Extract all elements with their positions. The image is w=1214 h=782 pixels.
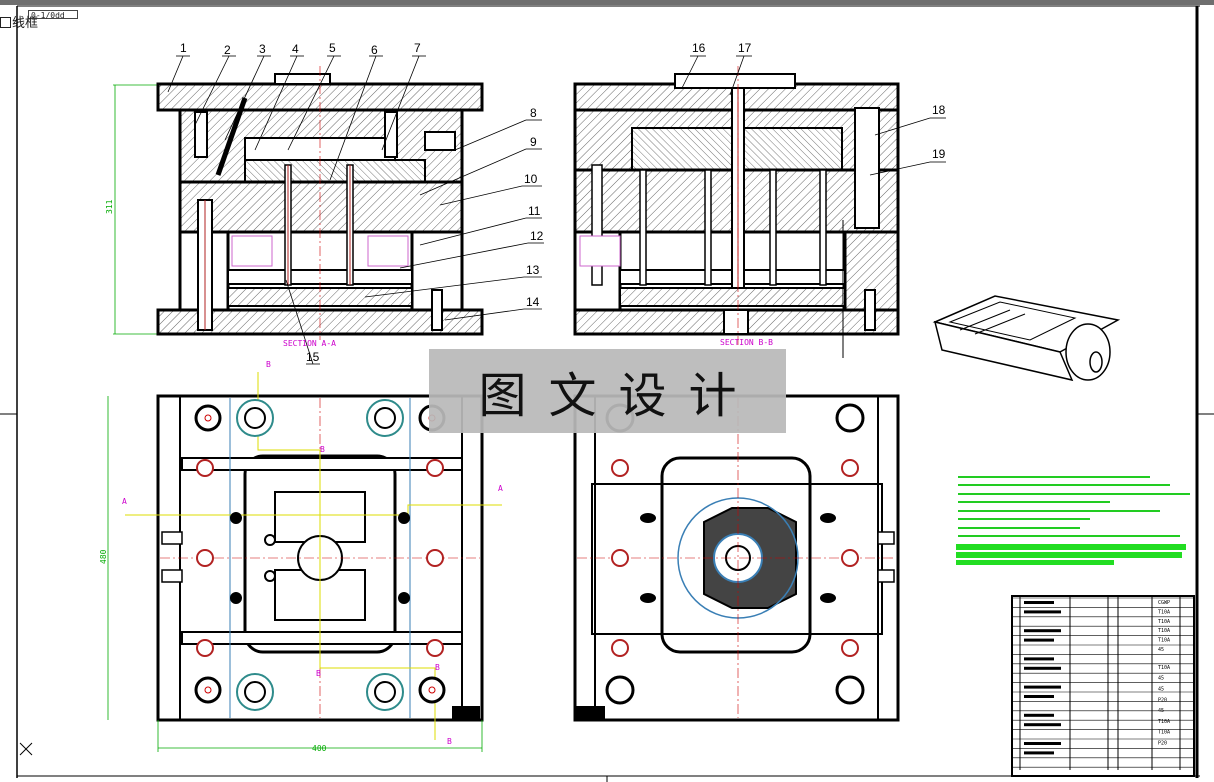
part-number-labels (167, 55, 946, 365)
title-block-part-name (1024, 657, 1054, 661)
viewport-label[interactable]: 线框 (0, 12, 38, 31)
title-block-part-name (1024, 723, 1061, 727)
title-block-material: T10A (1158, 628, 1170, 634)
product-isometric (932, 295, 1121, 382)
cut-mark-b-lower: B (316, 669, 321, 678)
part-number-17: 17 (738, 41, 752, 55)
title-block-part-name (1024, 666, 1061, 670)
height-dimension: 311 (105, 199, 114, 214)
cut-mark-a-right: A (498, 484, 503, 493)
viewport-control-icon[interactable] (0, 17, 11, 28)
part-number-18: 18 (932, 103, 946, 117)
cut-mark-b-top: B (266, 360, 271, 369)
part-number-10: 10 (524, 172, 538, 186)
part-number-3: 3 (259, 42, 266, 56)
part-number-text: 1 2 3 4 5 6 7 8 9 10 11 12 13 14 15 16 1… (180, 41, 946, 364)
part-number-11: 11 (528, 204, 541, 218)
title-block-part-name (1024, 629, 1061, 633)
title-block-material: T10A (1158, 730, 1170, 736)
section-a-a-label: SECTION A-A (283, 339, 336, 348)
title-block-material: T10A (1158, 665, 1170, 671)
title-block-material: 45 (1158, 647, 1164, 653)
title-bar (0, 0, 1214, 5)
part-number-7: 7 (414, 41, 421, 55)
technical-notes (956, 476, 1190, 565)
title-block-part-name (1024, 638, 1054, 642)
title-block-material: CGWP (1158, 600, 1170, 606)
title-block: CGWPT10AT10AT10AT10A45T10A4545P2045T10AT… (1011, 595, 1195, 777)
title-block-material: T10A (1158, 638, 1170, 644)
part-number-16: 16 (692, 41, 706, 55)
depth-dimension: 400 (312, 744, 327, 753)
visual-style-label[interactable]: 线框 (12, 16, 39, 31)
title-block-material: 45 (1158, 686, 1164, 692)
cut-mark-b-bottom: B (447, 737, 452, 746)
title-block-part-name (1024, 695, 1054, 698)
watermark-text: 图文设计 (478, 368, 759, 424)
title-block-part-name (1024, 751, 1054, 755)
part-number-14: 14 (526, 295, 540, 309)
part-number-6: 6 (371, 43, 378, 57)
title-block-material: T10A (1158, 719, 1170, 725)
part-number-13: 13 (526, 263, 540, 277)
ucs-icon (19, 742, 33, 756)
drawing-tab[interactable]: 0-1/0dd (28, 10, 78, 20)
part-number-9: 9 (530, 135, 537, 149)
title-block-part-name (1024, 685, 1061, 689)
bolt-holes-left (194, 399, 446, 711)
title-block-part-name (1024, 601, 1054, 604)
cut-mark-a-left: A (122, 497, 127, 506)
section-b-b-label: SECTION B-B (720, 338, 773, 347)
sheet-frame (0, 5, 1214, 782)
title-block-material: P20 (1158, 741, 1167, 747)
cut-mark-b-right: B (435, 663, 440, 672)
part-number-19: 19 (932, 147, 946, 161)
title-block-part-name (1024, 742, 1061, 745)
width-dimension: 480 (99, 549, 108, 564)
part-number-1: 1 (180, 41, 187, 55)
part-number-2: 2 (224, 43, 231, 57)
part-number-15: 15 (306, 350, 320, 364)
section-b-b-view (573, 66, 900, 358)
title-block-material: T10A (1158, 609, 1170, 615)
part-number-12: 12 (530, 229, 544, 243)
part-number-5: 5 (329, 41, 336, 55)
tab-strip: 0-1/0dd (0, 5, 80, 27)
part-number-8: 8 (530, 106, 537, 120)
cut-mark-b-mid: B (320, 445, 325, 454)
watermark-banner: 图文设计 (429, 349, 786, 433)
title-block-part-name (1024, 610, 1061, 614)
title-block-material: T10A (1158, 619, 1170, 625)
title-block-material: P20 (1158, 697, 1167, 703)
title-block-part-name (1024, 713, 1054, 717)
title-block-material: 45 (1158, 676, 1164, 682)
part-number-4: 4 (292, 42, 299, 56)
title-block-material: 45 (1158, 708, 1164, 714)
section-a-a-view (113, 66, 484, 340)
